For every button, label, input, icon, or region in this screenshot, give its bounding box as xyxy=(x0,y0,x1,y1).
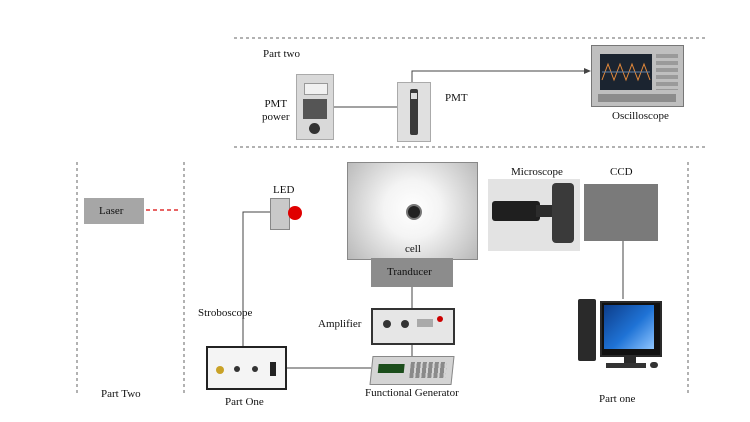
pmt-tube xyxy=(410,89,418,135)
oscilloscope xyxy=(591,45,684,107)
pmt-power-unit xyxy=(296,74,334,140)
microscope-objective xyxy=(492,201,540,221)
label-part-one-right: Part one xyxy=(599,393,636,405)
oscilloscope-screen xyxy=(600,54,652,90)
label-part-two-bottom: Part Two xyxy=(101,388,141,400)
computer-stand xyxy=(624,357,636,363)
computer-monitor xyxy=(600,301,662,357)
stroboscope-knob-2 xyxy=(234,366,240,372)
pmt-power-display xyxy=(304,83,328,95)
stroboscope-switch xyxy=(270,362,276,376)
stroboscope-knob-1 xyxy=(216,366,224,374)
led xyxy=(270,198,290,230)
oscilloscope-controls xyxy=(656,54,678,90)
label-oscilloscope: Oscilloscope xyxy=(612,110,669,122)
label-part-one-left: Part One xyxy=(225,396,264,408)
computer-keyboard xyxy=(606,363,646,368)
microscope-arm xyxy=(552,183,574,243)
label-pmt: PMT xyxy=(445,92,468,104)
stroboscope-knob-3 xyxy=(252,366,258,372)
computer xyxy=(578,299,664,371)
cell-label: cell xyxy=(405,243,421,255)
laser-label: Laser xyxy=(99,205,124,217)
computer-screen xyxy=(604,305,654,349)
label-pmt-power: PMT power xyxy=(262,98,290,123)
pmt-device xyxy=(397,82,431,142)
computer-tower xyxy=(578,299,596,361)
label-amplifier: Amplifier xyxy=(318,318,362,330)
laser: Laser xyxy=(84,198,144,224)
tranducer: Tranducer xyxy=(371,258,453,287)
microscope xyxy=(488,179,580,251)
pmt-power-knob xyxy=(309,123,320,134)
amplifier-knob-1 xyxy=(383,320,391,328)
arrow-head xyxy=(584,68,591,74)
oscilloscope-bottom-panel xyxy=(598,94,676,102)
led-light xyxy=(288,206,302,220)
generator-keypad xyxy=(409,362,447,378)
pmt-tube-window xyxy=(411,93,417,99)
cell-view: cell xyxy=(347,162,478,260)
ccd-camera xyxy=(584,184,658,241)
tranducer-label: Tranducer xyxy=(387,266,432,278)
wire-stroboscope-led xyxy=(242,211,270,346)
stroboscope xyxy=(206,346,287,390)
cell-droplet xyxy=(406,204,422,220)
label-ccd: CCD xyxy=(610,166,633,178)
functional-generator xyxy=(369,356,455,385)
label-microscope: Microscope xyxy=(511,166,563,178)
wire-pmt-oscilloscope xyxy=(411,70,585,82)
generator-display xyxy=(377,364,405,373)
pmt-power-panel xyxy=(303,99,327,119)
label-stroboscope: Stroboscope xyxy=(198,307,253,319)
amplifier-jack xyxy=(437,316,443,322)
amplifier-display xyxy=(417,319,433,327)
oscilloscope-waveform xyxy=(601,62,651,82)
computer-mouse xyxy=(650,362,658,368)
label-led: LED xyxy=(273,184,295,196)
amplifier-knob-2 xyxy=(401,320,409,328)
label-part-two-top: Part two xyxy=(263,48,300,60)
label-functional-generator: Functional Generator xyxy=(365,387,459,399)
amplifier xyxy=(371,308,455,345)
